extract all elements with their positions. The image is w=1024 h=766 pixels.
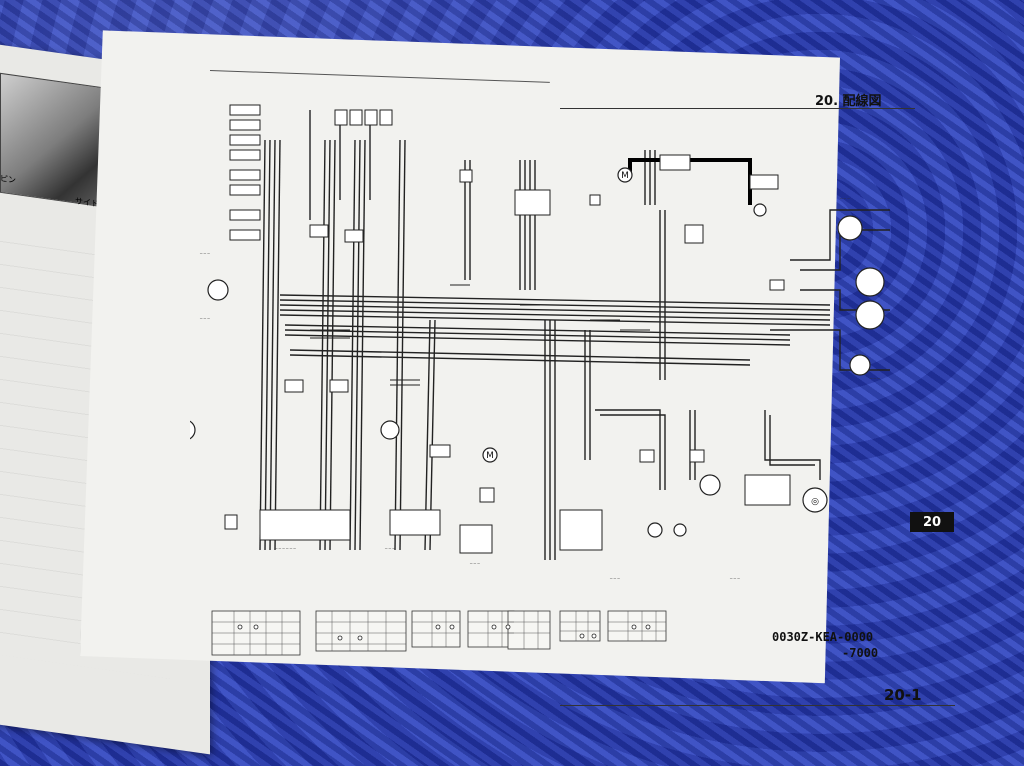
page-number: 20-1: [884, 686, 922, 704]
svg-text:─ ─ ─: ─ ─ ─: [469, 561, 480, 566]
photo-caption-partial: ピン: [0, 173, 16, 186]
header-rule-right: [560, 108, 915, 109]
svg-text:M: M: [621, 171, 629, 181]
svg-text:─ ─ ─: ─ ─ ─: [869, 376, 880, 381]
svg-text:─ ─ ─: ─ ─ ─: [384, 546, 395, 551]
svg-text:─ ─ ─ ─ ─ ─: ─ ─ ─ ─ ─ ─: [274, 546, 296, 551]
part-code-line1: 0030Z-KEA-0000: [772, 630, 874, 644]
footer-rule: [560, 705, 955, 706]
part-code-line2: -7000: [842, 646, 879, 660]
section-title: 20. 配線図: [815, 94, 882, 109]
wiring-diagram-page: [80, 30, 840, 684]
switch-continuity-tables: [211, 610, 667, 656]
chapter-tab: 20: [910, 512, 954, 532]
svg-text:─ ─ ─: ─ ─ ─: [839, 196, 850, 201]
svg-text:─ ─ ─: ─ ─ ─: [609, 576, 620, 581]
svg-text:─ ─ ─: ─ ─ ─: [199, 316, 210, 321]
svg-text:─ ─ ─: ─ ─ ─: [729, 576, 740, 581]
wiring-diagram: M M ◎: [190, 104, 890, 581]
svg-text:─ ─ ─: ─ ─ ─: [199, 251, 210, 256]
svg-text:M: M: [486, 451, 494, 461]
svg-text:◎: ◎: [811, 497, 819, 507]
